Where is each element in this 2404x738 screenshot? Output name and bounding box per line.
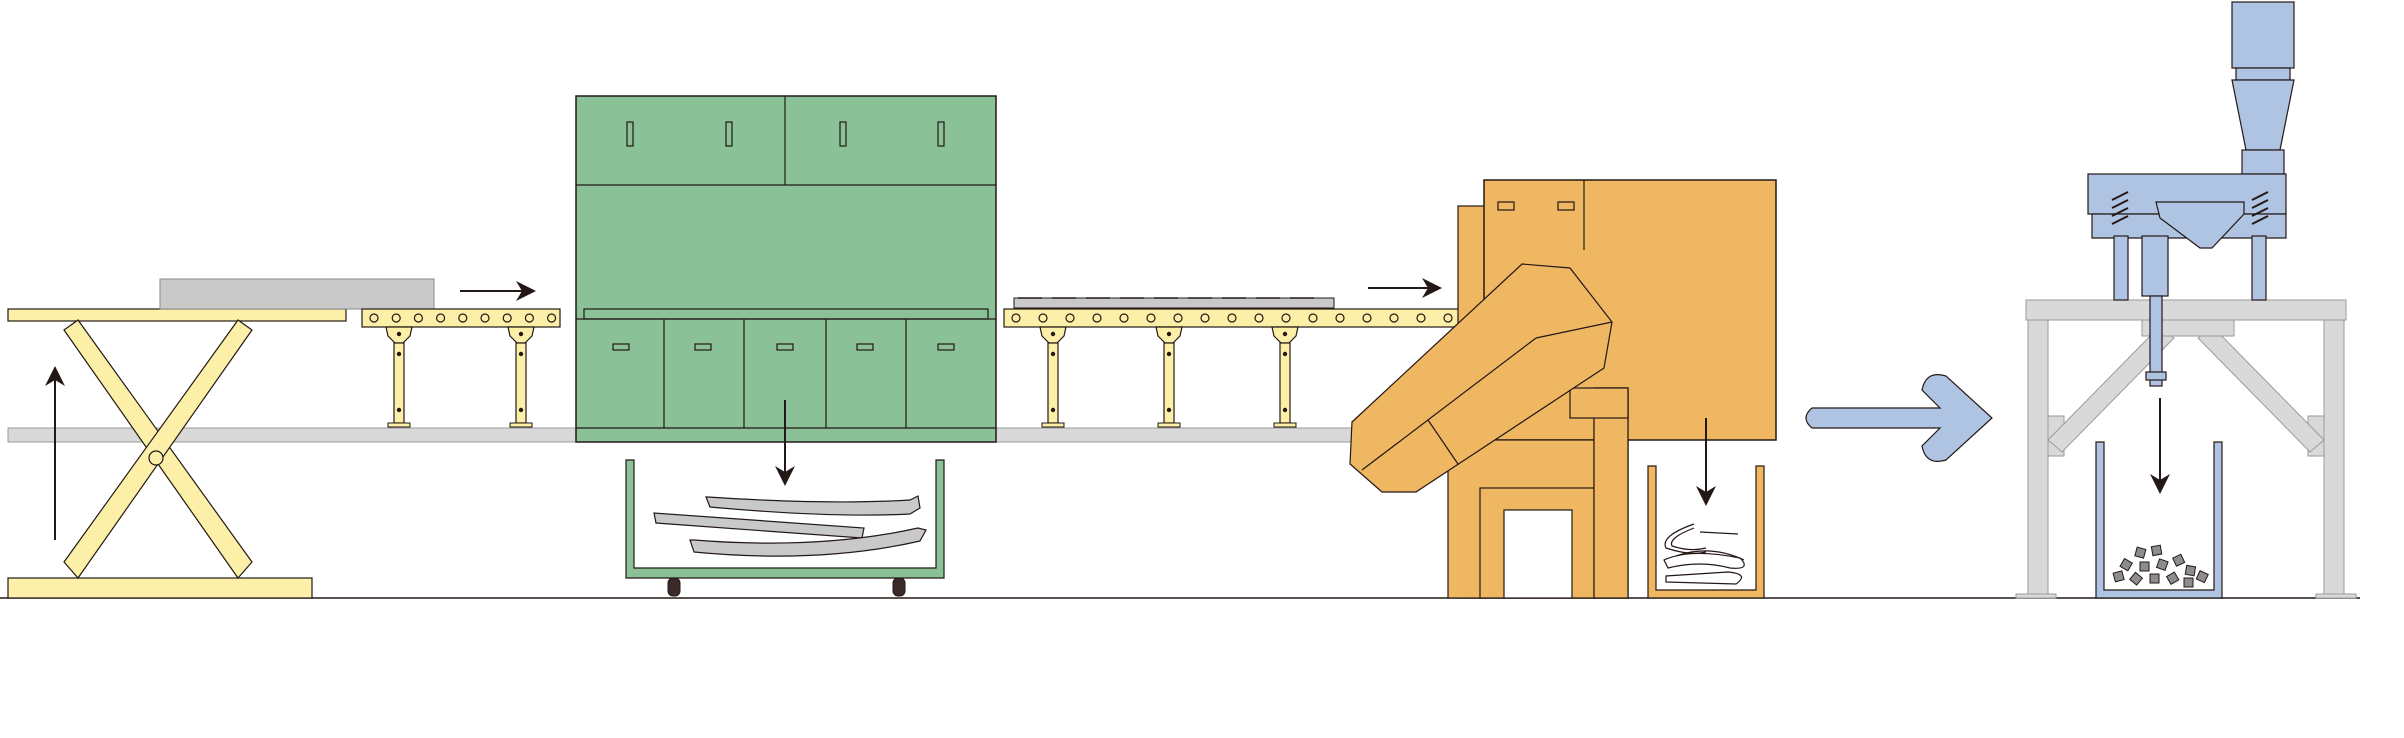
roller [1200, 313, 1210, 323]
outfeed-product [1013, 297, 1335, 309]
infeed-rollers [369, 313, 557, 323]
granulator-springs [2111, 191, 2269, 225]
granule-bin [2095, 441, 2223, 599]
outfeed-leg-2 [1155, 326, 1183, 428]
roller [458, 313, 468, 323]
outfeed-leg-1 [1039, 326, 1067, 428]
roller [1011, 313, 1021, 323]
lift-sheet-load [159, 278, 435, 310]
lift-base [7, 577, 313, 599]
infeed-roller-conveyor [361, 281, 561, 428]
roller [1038, 313, 1048, 323]
roller [524, 313, 535, 323]
roller [1389, 313, 1399, 323]
roller [413, 313, 423, 323]
scissor-lift-table [7, 278, 435, 599]
roller [1173, 313, 1183, 323]
shredder-infeed-chute [1349, 263, 1613, 493]
roller [1416, 313, 1426, 323]
big-right-arrow-to-granulator [1805, 374, 1993, 462]
roller [1254, 313, 1264, 323]
cart-wheel-right [892, 577, 906, 597]
roller [502, 313, 512, 323]
roller [1065, 313, 1075, 323]
infeed-leg-1 [385, 326, 413, 428]
roller [1227, 313, 1237, 323]
shred-bin [1647, 465, 1765, 599]
shred-pieces [1663, 523, 1745, 585]
granulator-station [2015, 1, 2357, 599]
roller [1281, 313, 1291, 323]
collection-cart [625, 459, 945, 597]
shredder-machine [1349, 179, 1777, 599]
roller [1308, 313, 1318, 323]
lift-platform [7, 308, 347, 322]
cart-strips [653, 495, 927, 557]
roller [369, 313, 379, 323]
cart-wheel-left [667, 577, 681, 597]
cabinet-feed-slot [583, 308, 989, 320]
cabinet-top-handles [626, 121, 945, 147]
cabinet-body [575, 95, 997, 443]
roller [1146, 313, 1156, 323]
outfeed-roller-conveyor [1003, 278, 1461, 428]
outfeed-rollers [1011, 313, 1453, 323]
outfeed-leg-3 [1271, 326, 1299, 428]
lift-pivot [148, 450, 164, 466]
roller [436, 313, 446, 323]
shredder-frame [1447, 387, 1629, 599]
roller [1119, 313, 1129, 323]
roller [1362, 313, 1372, 323]
roller [391, 313, 401, 323]
roller [1092, 313, 1102, 323]
granules [2112, 544, 2209, 588]
infeed-leg-2 [507, 326, 535, 428]
roller [1443, 313, 1453, 323]
granulator-stand [2015, 299, 2357, 599]
cabinet-machine [575, 95, 997, 597]
lift-scissor-arms [63, 319, 253, 579]
roller [546, 313, 557, 323]
cabinet-lower-handles [612, 343, 955, 351]
roller [480, 313, 490, 323]
roller [1335, 313, 1345, 323]
